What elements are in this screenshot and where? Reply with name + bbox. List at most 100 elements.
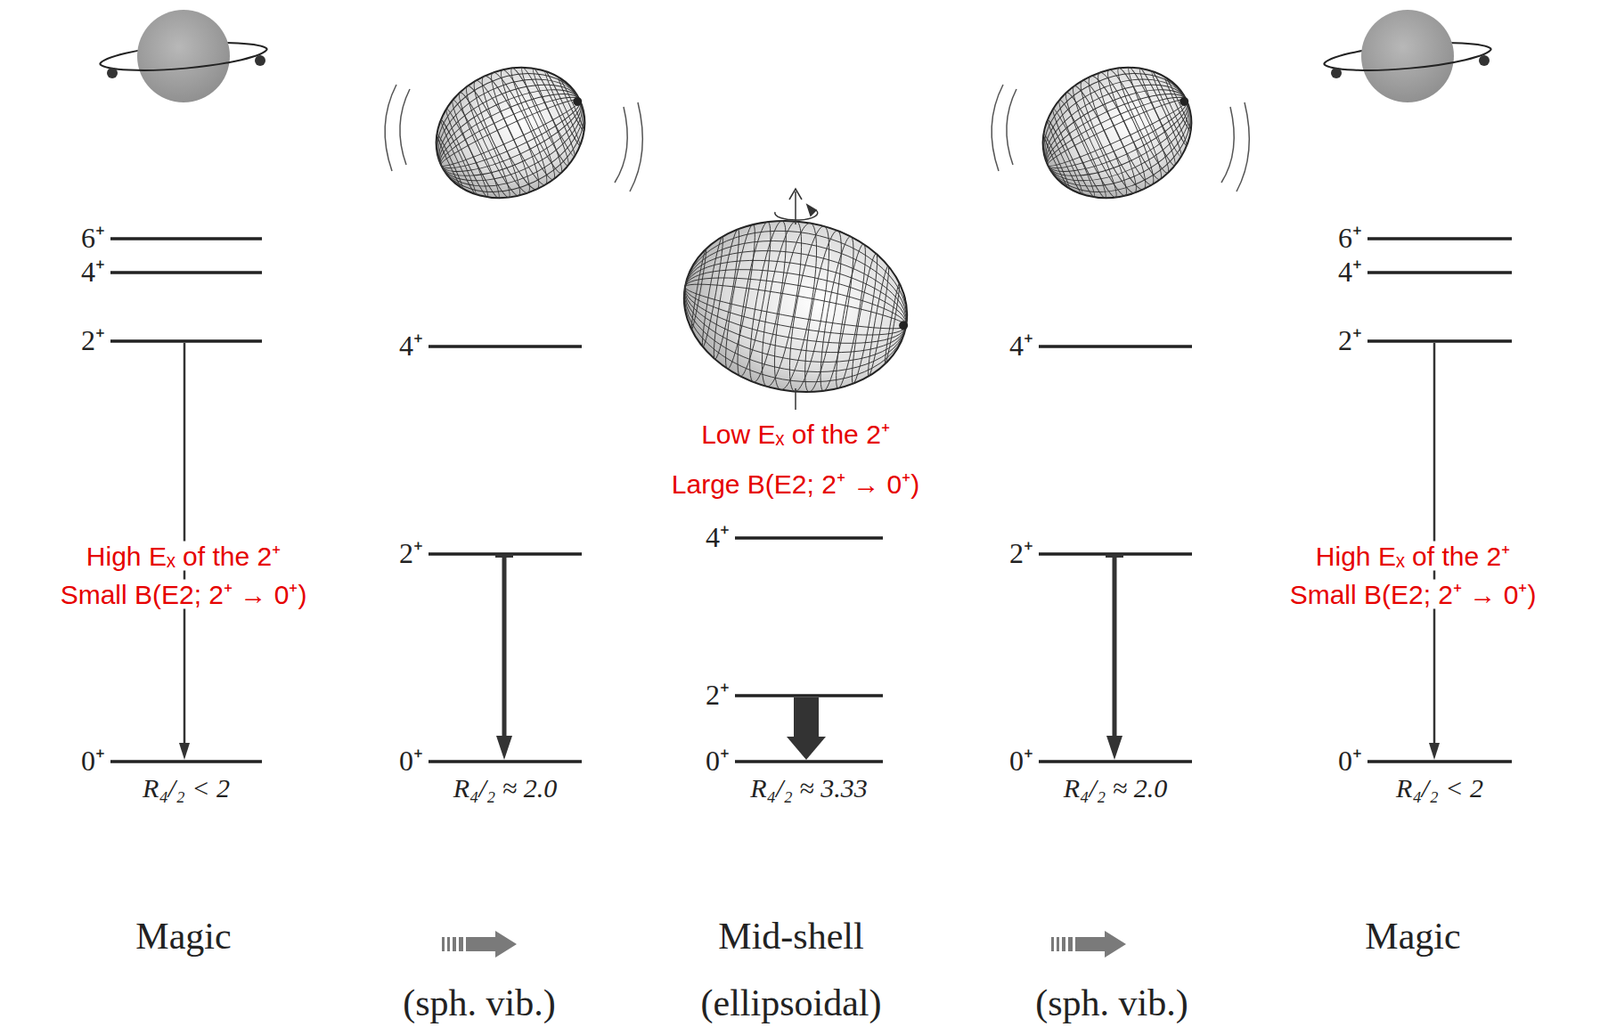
level-line bbox=[428, 344, 582, 349]
level-line bbox=[110, 759, 262, 764]
annotation: Low Eₓ of the 2⁺ bbox=[699, 419, 892, 449]
spherical-nucleus bbox=[99, 9, 268, 103]
vibration-arc bbox=[991, 84, 1004, 172]
arrow-stripe bbox=[1051, 937, 1054, 952]
core-sphere bbox=[137, 9, 230, 103]
grid-parallel bbox=[742, 219, 793, 385]
grid-parallel bbox=[556, 76, 586, 133]
region-label: Magic bbox=[1364, 915, 1461, 957]
level-label: 2⁺ bbox=[705, 679, 730, 711]
ellipsoid-body bbox=[669, 204, 923, 410]
arrow-stripe bbox=[441, 937, 445, 952]
level-line bbox=[734, 693, 883, 698]
ellipsoid-outline bbox=[669, 204, 921, 410]
grid-meridian bbox=[421, 57, 600, 208]
transition-line bbox=[1112, 555, 1118, 740]
grid-parallel bbox=[517, 65, 573, 168]
level-label: 4⁺ bbox=[1009, 330, 1034, 362]
level-label: 2⁺ bbox=[399, 538, 424, 570]
level-line bbox=[1367, 339, 1512, 343]
grid-meridian bbox=[1024, 50, 1210, 215]
arrow-stripe bbox=[1061, 937, 1066, 952]
annotation: Small B(E2; 2⁺ → 0⁺) bbox=[58, 579, 310, 610]
region-label: Magic bbox=[135, 915, 231, 957]
transition-line bbox=[793, 697, 819, 739]
level-label: 0⁺ bbox=[705, 745, 730, 777]
ellipsoid-outline bbox=[414, 43, 606, 222]
vibration-arc bbox=[1006, 89, 1017, 165]
level-line bbox=[110, 236, 262, 241]
ratio-label: R₄/₂ < 2 bbox=[1395, 773, 1484, 803]
grid-parallel bbox=[753, 219, 809, 390]
ratio-label: R₄/₂ ≈ 2.0 bbox=[453, 773, 557, 803]
vibration-arc bbox=[614, 106, 628, 183]
ellipsoid-body bbox=[1020, 42, 1215, 221]
level-label: 6⁺ bbox=[81, 222, 106, 254]
arrow-stripe bbox=[1068, 937, 1073, 952]
core-sphere bbox=[1361, 9, 1454, 103]
ellipsoid-outline bbox=[1020, 43, 1213, 222]
transition-cap bbox=[495, 554, 514, 558]
pole bbox=[1178, 95, 1191, 107]
grid-meridian bbox=[1031, 65, 1204, 201]
level-label: 0⁺ bbox=[1009, 745, 1034, 777]
arrow-body bbox=[1075, 930, 1127, 958]
pole bbox=[897, 320, 909, 332]
grid-meridian bbox=[681, 266, 910, 348]
level-label: 4⁺ bbox=[81, 256, 106, 288]
vibration-marks bbox=[384, 84, 1249, 192]
vibration-arc bbox=[629, 102, 643, 192]
grid-parallel bbox=[766, 220, 826, 392]
mode-label: (ellipsoidal) bbox=[701, 982, 882, 1024]
ellipsoid-grid bbox=[414, 43, 606, 222]
rotation-axis bbox=[775, 188, 818, 410]
annotation: Small B(E2; 2⁺ → 0⁺) bbox=[1288, 579, 1539, 610]
ratio-label: R₄/₂ ≈ 3.33 bbox=[750, 773, 867, 803]
orbit-front bbox=[1323, 48, 1492, 71]
grid-parallel bbox=[435, 132, 465, 189]
grid-meridian bbox=[676, 235, 916, 379]
grid-parallel bbox=[865, 265, 891, 377]
vibration-arc bbox=[384, 84, 397, 172]
vibrating-ellipsoid bbox=[414, 42, 608, 221]
grid-parallel bbox=[530, 66, 579, 159]
grid-parallel bbox=[848, 253, 882, 385]
valence-nucleon bbox=[254, 55, 266, 66]
grid-parallel bbox=[466, 76, 538, 197]
axis-line bbox=[794, 388, 797, 410]
arrow-stripe bbox=[458, 937, 464, 952]
grid-parallel bbox=[1124, 65, 1180, 168]
level-label: 4⁺ bbox=[399, 330, 424, 362]
level-line bbox=[1038, 552, 1192, 556]
region-label: Mid-shell bbox=[718, 915, 864, 957]
orbit-front bbox=[99, 48, 268, 71]
ellipsoid-body bbox=[414, 42, 608, 221]
grid-parallel bbox=[883, 283, 902, 365]
arrow-head bbox=[179, 742, 190, 760]
level-line bbox=[428, 552, 582, 556]
arrow-head bbox=[1106, 735, 1123, 760]
valence-nucleon bbox=[106, 67, 118, 79]
level-line bbox=[1038, 759, 1192, 764]
level-label: 0⁺ bbox=[399, 745, 424, 777]
ellipsoid-grid bbox=[1020, 43, 1213, 222]
level-label: 2⁺ bbox=[1338, 325, 1363, 357]
spherical-nucleus bbox=[1323, 9, 1492, 103]
arrow-body bbox=[465, 930, 517, 958]
arrow-head bbox=[786, 736, 826, 760]
transition-line bbox=[502, 555, 507, 740]
annotation: High Eₓ of the 2⁺ bbox=[84, 541, 283, 572]
level-label: 0⁺ bbox=[81, 745, 106, 777]
level-line bbox=[1367, 759, 1512, 764]
level-line bbox=[734, 759, 883, 764]
level-label: 2⁺ bbox=[81, 325, 106, 357]
transition-arrows bbox=[179, 342, 1440, 760]
vibrating-ellipsoid bbox=[1020, 42, 1215, 221]
grid-parallel bbox=[1042, 132, 1071, 189]
level-label: 4⁺ bbox=[1338, 256, 1363, 288]
transition-cap bbox=[1105, 554, 1124, 558]
arrow-stripe bbox=[447, 937, 450, 952]
rotating-ellipsoid bbox=[669, 204, 923, 410]
